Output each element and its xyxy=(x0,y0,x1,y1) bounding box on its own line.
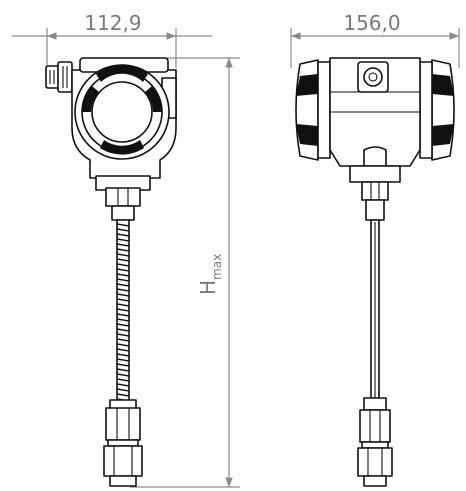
dimension-front-width: 112,9 xyxy=(12,11,212,68)
hose-ribs xyxy=(116,223,130,402)
hose-rib xyxy=(116,283,130,287)
hose-rib xyxy=(116,318,130,322)
hose-rib xyxy=(116,223,130,227)
hose-rib xyxy=(116,333,130,337)
front-width-label: 112,9 xyxy=(84,11,141,35)
hose-rib xyxy=(116,373,130,377)
side-view-transmitter xyxy=(295,57,455,487)
hose-rib xyxy=(116,228,130,232)
hose-rib xyxy=(116,273,130,277)
hose-rib xyxy=(116,278,130,282)
dimension-height: Hmax xyxy=(130,57,240,488)
hose-rib xyxy=(116,338,130,342)
hose-rib xyxy=(116,238,130,242)
hose-rib xyxy=(116,263,130,267)
hose-rib xyxy=(116,323,130,327)
dimension-side-width: 156,0 xyxy=(290,11,460,68)
hose-rib xyxy=(116,258,130,262)
front-view-transmitter xyxy=(45,57,177,487)
hose-rib xyxy=(116,363,130,367)
hose-rib xyxy=(116,388,130,392)
hose-rib xyxy=(116,293,130,297)
hose-rib xyxy=(116,378,130,382)
cable-gland xyxy=(45,61,73,93)
hose-rib xyxy=(116,313,130,317)
side-width-label: 156,0 xyxy=(343,11,400,35)
hose-rib xyxy=(116,343,130,347)
hose-rib xyxy=(116,383,130,387)
hose-rib xyxy=(116,298,130,302)
hose-rib xyxy=(116,358,130,362)
hose-rib xyxy=(116,328,130,332)
hose-rib xyxy=(116,348,130,352)
hose-rib xyxy=(116,268,130,272)
hose-rib xyxy=(116,353,130,357)
height-symbol: H xyxy=(196,280,220,295)
hose-rib xyxy=(116,368,130,372)
height-subscript: max xyxy=(210,254,224,280)
hose-rib xyxy=(116,253,130,257)
hose-rib xyxy=(116,303,130,307)
hose-rib xyxy=(116,243,130,247)
hose-rib xyxy=(116,288,130,292)
svg-text:Hmax: Hmax xyxy=(196,254,224,295)
hose-rib xyxy=(116,248,130,252)
hose-rib xyxy=(116,393,130,397)
hose-rib xyxy=(116,233,130,237)
hose-rib xyxy=(116,308,130,312)
